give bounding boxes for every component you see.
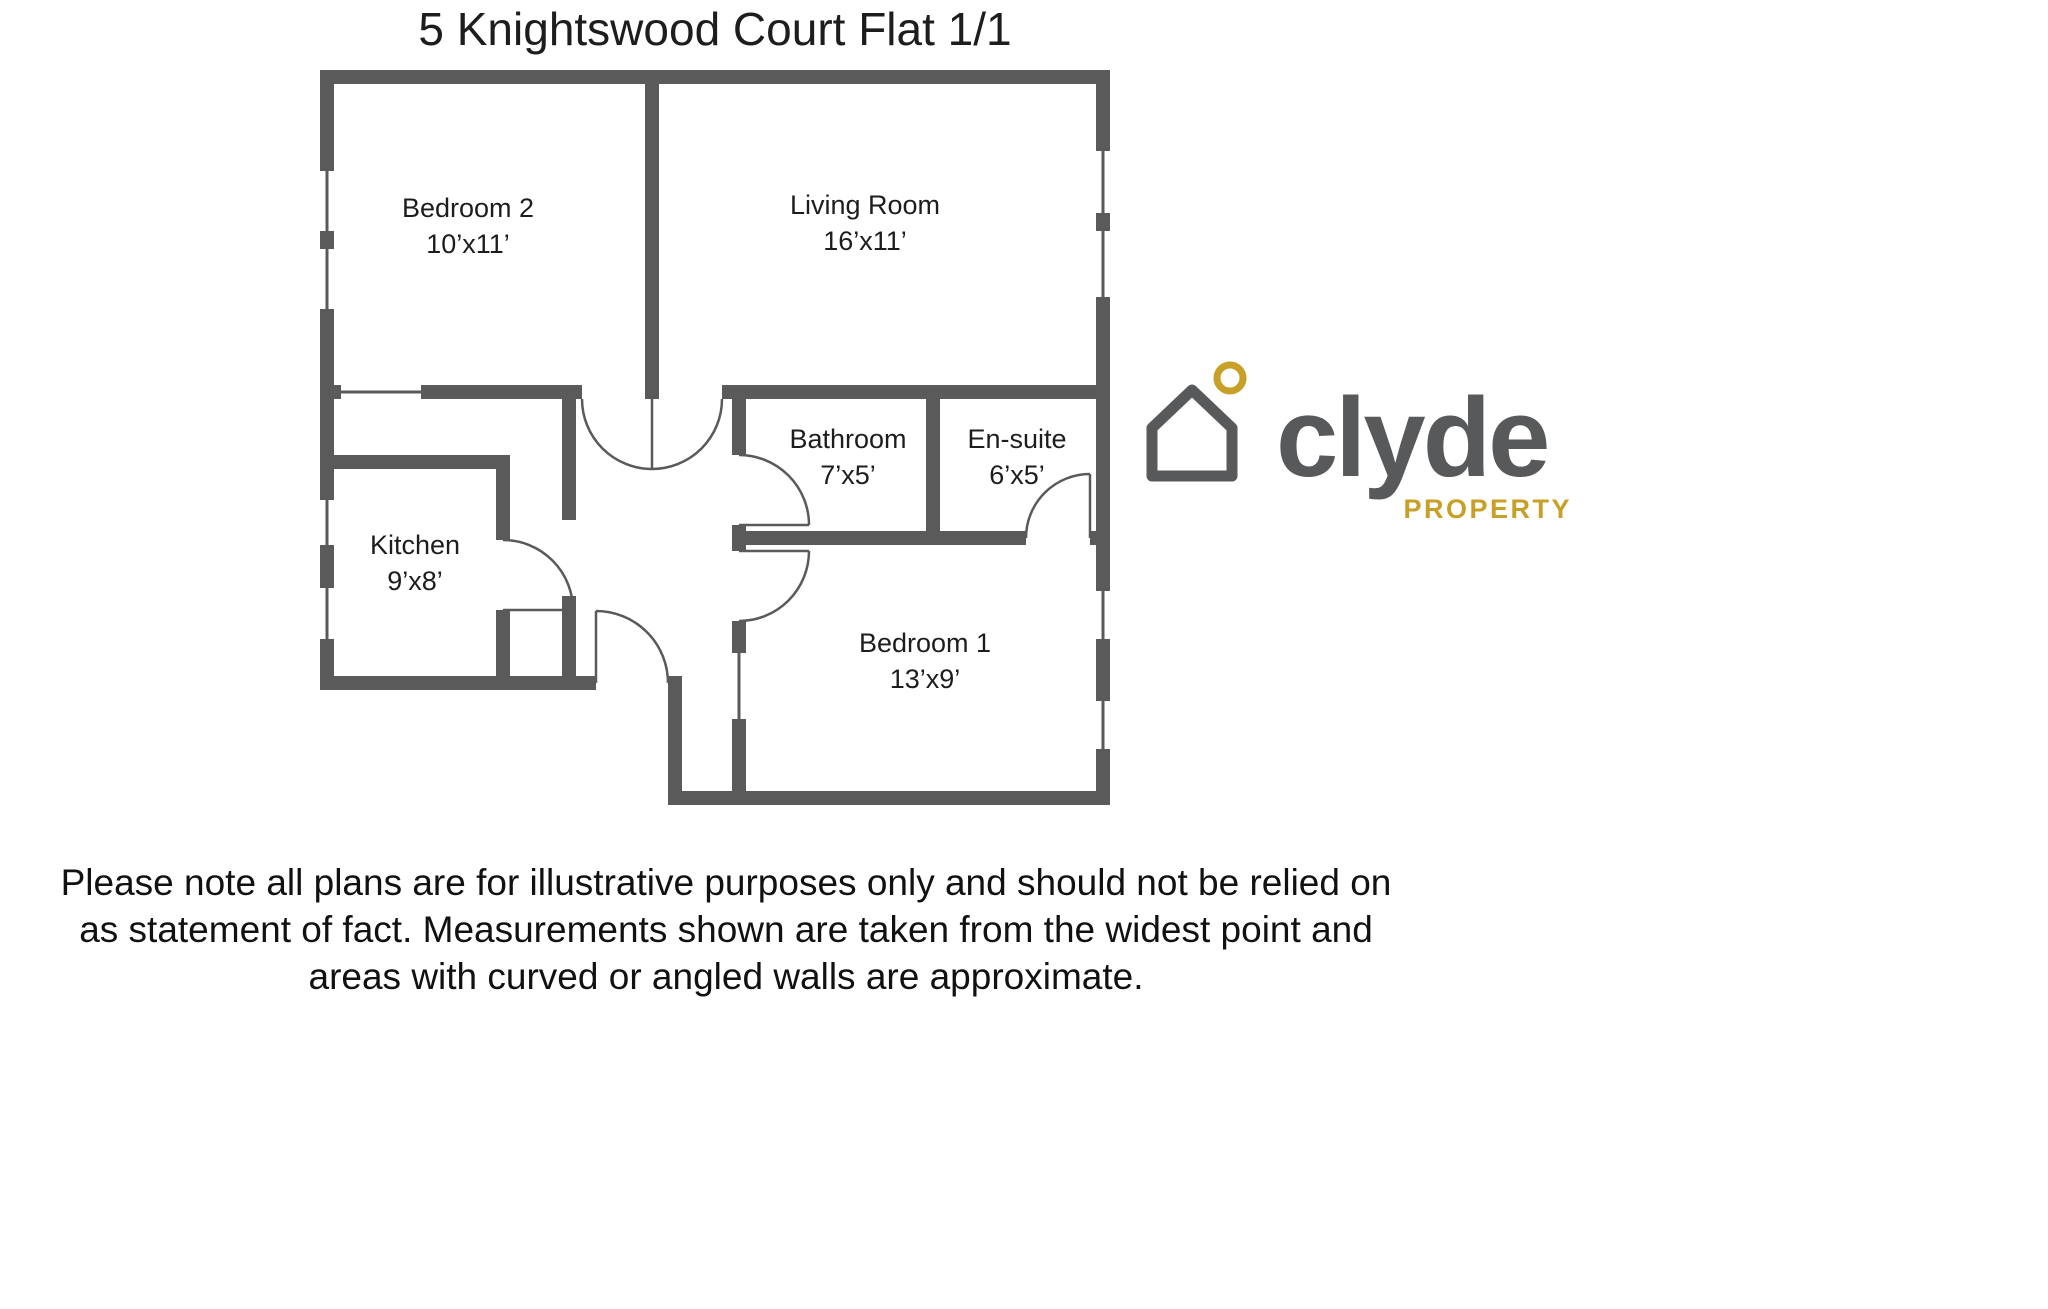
room-name: Bedroom 1 [858,627,992,658]
window-living-1 [1096,148,1110,216]
window-living-2 [1096,228,1110,300]
disclaimer-text: Please note all plans are for illustrati… [0,860,1452,1001]
window-bed2-south [338,385,424,399]
window-bed2-2 [320,246,334,312]
room-name: En-suite [967,423,1067,454]
wall-bottom [668,791,1110,805]
window-bed1-2 [1096,698,1110,752]
door-front [594,609,670,684]
room-dims: 13’x9’ [889,664,961,694]
room-label-bedroom2: Bedroom 2 10’x11’ [402,190,534,262]
room-dims: 16’x11’ [823,226,907,256]
room-label-living: Living Room 16’x11’ [790,187,940,259]
door-bed2 [580,398,654,471]
room-name: Bathroom [789,423,907,454]
door-bathroom [738,453,811,527]
room-dims: 7’x5’ [820,460,876,490]
wall-top [320,70,1110,84]
door-bed1 [738,549,811,623]
house-icon [1146,361,1247,482]
wall-bath-south [732,531,1026,545]
wall-kitchen-bottom [320,676,596,690]
room-label-bedroom1: Bedroom 1 13’x9’ [859,625,991,697]
logo-row: clyde [1138,350,1574,501]
disclaimer-line-1: Please note all plans are for illustrati… [60,862,1392,903]
brand-wordmark: clyde [1276,375,1550,501]
window-vestibule [732,650,746,722]
window-kitchen-1 [320,497,334,548]
wall-kitchen-north [320,455,510,469]
wall-hall-west-upper [562,399,576,520]
door-ensuite [1024,472,1092,539]
window-kitchen-2 [320,585,334,642]
brand-tagline: PROPERTY [1403,494,1572,524]
room-label-bathroom: Bathroom 7’x5’ [789,421,906,493]
wall-bath-ensuite-divider [926,399,940,531]
gold-ring-icon [1213,361,1247,395]
wall-vestibule-left [668,676,682,805]
room-label-kitchen: Kitchen 9’x8’ [370,527,460,599]
wall-hall-east-1 [732,385,746,455]
page-title: 5 Knightswood Court Flat 1/1 [418,3,1012,55]
wall-kitchen-east-upper [496,455,510,540]
wall-living-south [722,385,1110,399]
door-living [651,398,724,471]
room-label-ensuite: En-suite 6’x5’ [967,421,1066,493]
room-dims: 10’x11’ [426,229,510,259]
wall-hall-east-3 [732,621,746,650]
room-dims: 9’x8’ [387,566,443,596]
wall-hall-east-4 [732,722,746,805]
disclaimer-line-3: areas with curved or angled walls are ap… [308,955,1144,997]
window-bed1-1 [1096,588,1110,642]
door-kitchen [502,538,575,612]
wall-hall-west-lower [562,596,576,676]
wall-bed2-living-divider [645,70,659,399]
clyde-property-logo: clyde PROPERTY [1138,350,1574,525]
doors-group [502,398,1092,684]
wall-ensuite-south-stub [1090,531,1110,545]
room-name: Kitchen [369,529,461,560]
room-name: Living Room [789,189,941,220]
disclaimer-line-2: as statement of fact. Measurements shown… [79,908,1373,950]
window-bed2-1 [320,168,334,234]
windows-group [320,148,1110,752]
room-name: Bedroom 2 [401,192,535,223]
wall-kitchen-east-lower [496,610,510,690]
room-dims: 6’x5’ [989,460,1045,490]
